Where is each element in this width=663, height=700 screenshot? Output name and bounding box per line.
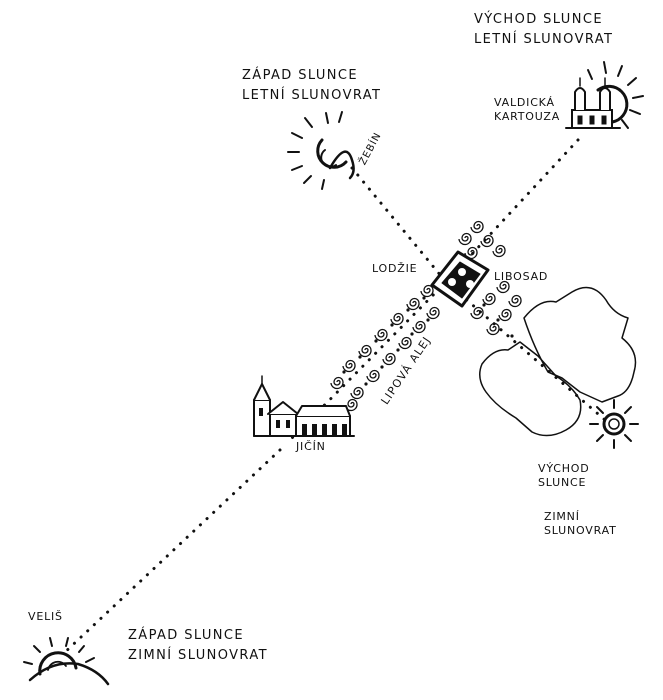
label-zapad-letni: ZÁPAD SLUNCE LETNÍ SLUNOVRAT <box>242 66 381 106</box>
label-zapad-letni-line1: ZÁPAD SLUNCE <box>242 68 359 83</box>
alley-dots <box>342 296 514 386</box>
winter-axis-line <box>350 166 448 284</box>
label-vychod-zimni-line1: VÝCHOD <box>538 462 590 475</box>
label-vychod-letni: VÝCHOD SLUNCE LETNÍ SLUNOVRAT <box>474 10 613 50</box>
label-vychod-zimni-line2: SLUNCE <box>538 476 587 489</box>
libosad-lower-outline <box>479 341 582 437</box>
label-vychod-letni-line2: LETNÍ SLUNOVRAT <box>474 32 614 47</box>
sun-summer-sunset-icon <box>287 111 355 190</box>
label-valdicka-line1: VALDICKÁ <box>494 96 555 109</box>
libosad-garden-outline <box>523 286 637 403</box>
label-zimni-slunovrat-east: ZIMNÍ SLUNOVRAT <box>544 510 617 538</box>
label-valdicka: VALDICKÁ KARTOUZA <box>494 96 560 124</box>
label-zimni-slunovrat-east-line2: SLUNOVRAT <box>544 524 617 537</box>
label-zapad-zimni-line1: ZÁPAD SLUNCE <box>128 628 245 643</box>
monastery-icon <box>565 77 621 129</box>
label-velis: VELIŠ <box>28 610 63 623</box>
sun-winter-sunset-icon <box>23 637 110 686</box>
summer-axis-line-2 <box>288 280 448 442</box>
libosad-trees <box>470 280 522 336</box>
label-zimni-slunovrat-east-line1: ZIMNÍ <box>544 510 580 523</box>
label-lodzie: LODŽIE <box>372 262 418 275</box>
summer-axis-line-3 <box>60 448 282 657</box>
town-icon <box>253 375 355 437</box>
label-zapad-zimni-line2: ZIMNÍ SLUNOVRAT <box>128 648 268 663</box>
loggia-icon <box>430 250 490 308</box>
label-valdicka-line2: KARTOUZA <box>494 110 561 123</box>
label-zapad-zimni: ZÁPAD SLUNCE ZIMNÍ SLUNOVRAT <box>128 626 268 666</box>
sun-winter-sunrise-icon <box>589 399 639 449</box>
winter-axis-line-2 <box>444 280 607 422</box>
label-jicin: JIČÍN <box>296 440 326 453</box>
label-vychod-zimni: VÝCHOD SLUNCE <box>538 462 590 490</box>
label-vychod-letni-line1: VÝCHOD SLUNCE <box>474 12 603 27</box>
label-zapad-letni-line2: LETNÍ SLUNOVRAT <box>242 88 382 103</box>
label-libosad: LIBOSAD <box>494 270 549 283</box>
